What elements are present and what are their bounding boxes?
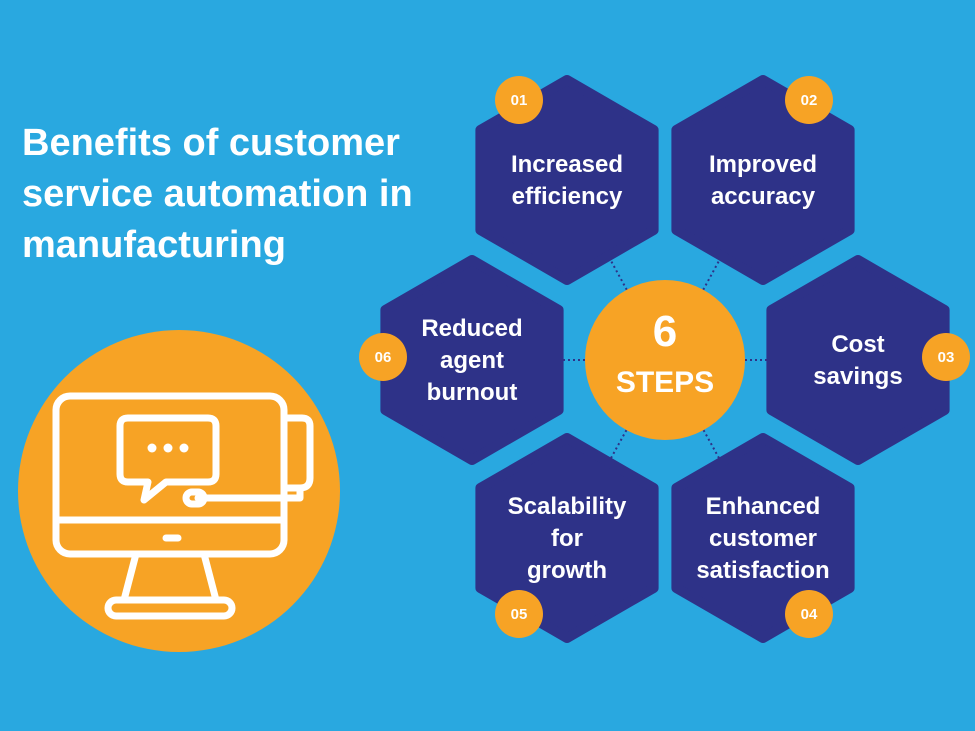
- step-number: 05: [511, 606, 528, 623]
- step-05: Scalability for growth 05: [475, 433, 659, 643]
- step-hexagon: [475, 433, 659, 643]
- step-number: 04: [801, 606, 818, 623]
- step-hexagon: [671, 433, 855, 643]
- step-number: 01: [511, 92, 528, 109]
- step-number: 06: [375, 349, 392, 366]
- page-title: Benefits of customer service automation …: [22, 122, 413, 266]
- step-label-line: Cost: [831, 331, 884, 358]
- step-hexagon: [380, 255, 564, 465]
- step-label-line: Increased: [511, 151, 623, 178]
- step-03: Cost savings 03: [766, 255, 970, 465]
- connector-line-5: [605, 429, 628, 467]
- center-label: STEPS: [616, 366, 714, 399]
- step-01: Increased efficiency 01: [475, 75, 659, 285]
- step-label-line: for: [551, 525, 583, 552]
- step-label-line: Reduced: [421, 315, 522, 342]
- connector-line-4: [702, 429, 725, 467]
- step-number-badge: [495, 590, 543, 638]
- center-number: 6: [653, 307, 677, 356]
- step-number-badge: [359, 333, 407, 381]
- step-hexagon: [475, 75, 659, 285]
- step-number-badge: [785, 76, 833, 124]
- step-label-line: agent: [440, 347, 504, 374]
- step-label-line: satisfaction: [696, 557, 829, 584]
- step-label-line: Scalability: [508, 493, 627, 520]
- step-number-badge: [785, 590, 833, 638]
- step-number: 02: [801, 92, 818, 109]
- step-06: Reduced agent burnout 06: [359, 255, 564, 465]
- illustration-circle: [18, 330, 340, 652]
- step-label-line: accuracy: [711, 183, 816, 210]
- step-hexagon: [766, 255, 950, 465]
- step-label-line: burnout: [427, 379, 518, 406]
- step-02: Improved accuracy 02: [671, 75, 855, 285]
- step-label-line: Improved: [709, 151, 817, 178]
- step-04: Enhanced customer satisfaction 04: [671, 433, 855, 643]
- step-number: 03: [938, 349, 955, 366]
- step-label-line: savings: [813, 363, 902, 390]
- chat-dots-icon: [147, 443, 189, 453]
- step-label-line: growth: [527, 557, 607, 584]
- illustration: [18, 330, 340, 652]
- step-label-line: Enhanced: [706, 493, 821, 520]
- step-label-line: customer: [709, 525, 817, 552]
- step-number-badge: [922, 333, 970, 381]
- computer-headset-icon: [52, 392, 314, 620]
- step-hexagon: [671, 75, 855, 285]
- step-number-badge: [495, 76, 543, 124]
- step-label-line: efficiency: [512, 183, 623, 210]
- center-circle: [585, 280, 745, 440]
